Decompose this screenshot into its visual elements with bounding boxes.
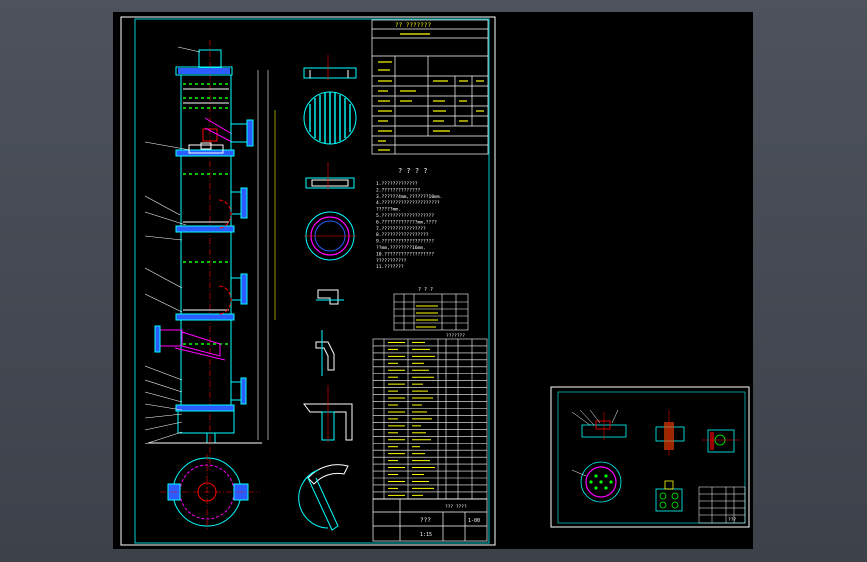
- note-line: ??mm,????????16mm.: [376, 245, 426, 251]
- main-sheet-paper: [113, 12, 753, 549]
- parts-list-rows: [373, 341, 487, 500]
- top-right-title: ?? ???????: [395, 22, 432, 29]
- main-sheet-inner-frame: [134, 18, 490, 544]
- note-line: 11.???????: [376, 264, 404, 270]
- technical-data-table: [371, 19, 489, 155]
- detail-title-block-label: ???: [728, 517, 736, 523]
- detail-pipe-section: [655, 410, 685, 456]
- main-sheet-frame: [120, 16, 496, 546]
- detail-flange-section: [702, 429, 740, 453]
- note-line: 4.?????????????????????: [376, 200, 440, 206]
- title-block-drawing-name: ???: [420, 517, 431, 524]
- note-line: 6.?????????????mm,????: [376, 219, 437, 225]
- notes-title: ? ? ? ?: [398, 167, 428, 175]
- column-dimension-lines: [257, 70, 276, 440]
- title-block-drawing-no: 1-00: [468, 518, 480, 524]
- column-flange-joint-3: [175, 313, 235, 321]
- detail-curved-section: [298, 464, 349, 531]
- note-line: 9.???????????????????: [376, 239, 434, 245]
- detail-sheet-frame: [550, 386, 750, 528]
- note-line: 1.?????????????: [376, 181, 418, 187]
- note-line: 8.?????????????????: [376, 232, 429, 238]
- note-line: 10.??????????????????: [376, 251, 434, 257]
- parts-list-title: ???????: [446, 333, 465, 339]
- detail-title-block: [698, 486, 746, 524]
- note-line: ??????mm.: [376, 207, 401, 213]
- nozzle-table-title: ? ? ?: [418, 287, 433, 293]
- note-line: ???????????: [376, 258, 407, 264]
- column-flange-joint-4: [175, 404, 235, 412]
- column-flange-joint-2: [175, 225, 235, 233]
- detail-drawing-sheet: ???: [550, 386, 750, 528]
- detail-sheet-inner-frame: [557, 391, 746, 524]
- note-line: 3.??????4mm,???????10mm.: [376, 194, 442, 200]
- detail-nozzle-plan: [655, 480, 683, 512]
- column-distributor: [188, 117, 233, 154]
- detail-weld-section-1: [316, 289, 344, 305]
- technical-notes: ? ? ? ? 1.?????????????2.??????????????3…: [376, 167, 442, 270]
- detail-views: [298, 55, 357, 531]
- column-plan-view: [160, 454, 260, 530]
- column-inlet-nozzle: [154, 325, 226, 361]
- note-line: 2.??????????????: [376, 187, 420, 193]
- column-top-flange: [175, 66, 233, 76]
- detail-support-plate-plan: [303, 91, 357, 145]
- note-line: 5.???????????????????: [376, 213, 434, 219]
- column-tower-drawing: [144, 40, 276, 470]
- title-block-scale: 1:15: [420, 532, 432, 538]
- column-support-plates: [183, 88, 229, 311]
- detail-distributor-plan: [571, 461, 622, 503]
- main-drawing-sheet: ?? ??????? ? ? ? ? 1.?????????????2.????…: [113, 12, 753, 549]
- detail-sheet-views: [571, 409, 740, 512]
- detail-weld-section-2: [315, 330, 335, 376]
- column-part-leaders: [144, 46, 201, 445]
- column-packing-lines: [183, 83, 229, 345]
- title-block-stamp: ??? ????: [445, 504, 467, 510]
- detail-distributor-assembly: [571, 409, 627, 440]
- detail-redistributor-elevation: [305, 162, 355, 190]
- detail-liquid-distributor-elevation: [303, 55, 357, 80]
- technical-data-yellow-entries: [378, 33, 484, 151]
- note-line: 7.????????????????: [376, 226, 426, 232]
- detail-redistributor-plan: [304, 211, 356, 261]
- nozzle-table: [393, 293, 469, 331]
- column-bottom-head: [177, 410, 235, 434]
- column-side-nozzles: [218, 119, 254, 405]
- main-title-block: [372, 498, 488, 542]
- notes-lines: 1.?????????????2.??????????????3.??????4…: [376, 181, 442, 270]
- detail-skirt-section: [303, 385, 353, 442]
- column-top-flange-fill: [178, 68, 230, 74]
